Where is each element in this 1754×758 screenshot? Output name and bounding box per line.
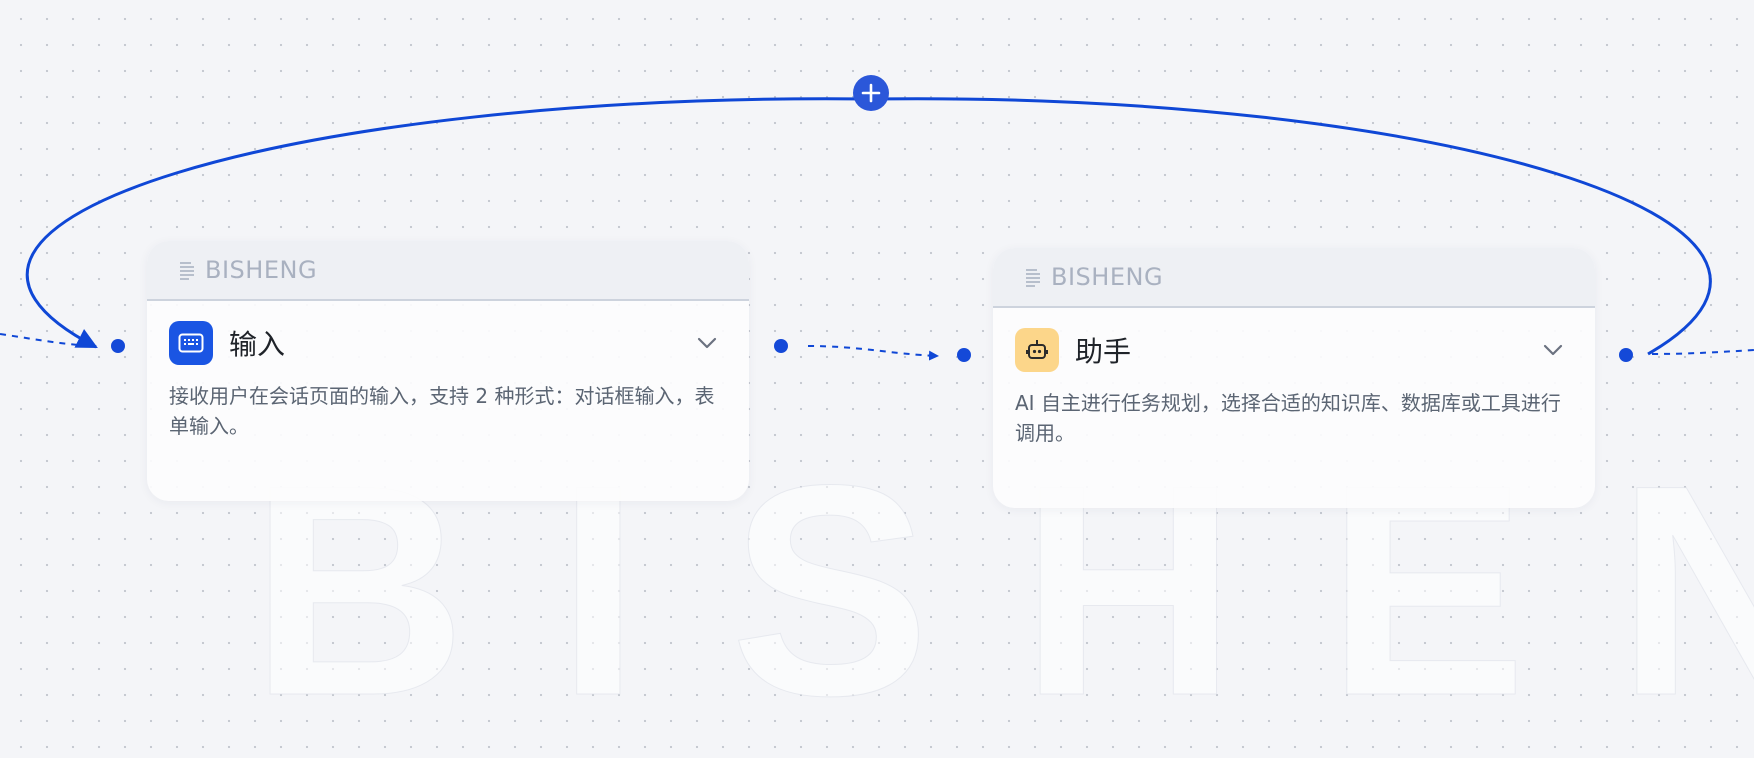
node-description: 接收用户在会话页面的输入，支持 2 种形式：对话框输入，表单输入。 bbox=[169, 384, 715, 438]
input-node-target-handle[interactable] bbox=[111, 339, 125, 353]
node-header: BISHENG bbox=[147, 241, 749, 301]
connect-edge[interactable] bbox=[807, 345, 939, 361]
assistant-node-target-handle[interactable] bbox=[957, 348, 971, 362]
add-node-button[interactable] bbox=[853, 75, 889, 111]
document-icon bbox=[1026, 269, 1040, 287]
node-title: 助手 bbox=[1075, 335, 1132, 368]
assistant-node-source-handle[interactable] bbox=[1619, 348, 1633, 362]
outgoing-edge[interactable] bbox=[1651, 349, 1754, 355]
brand-label: BISHENG bbox=[1051, 263, 1164, 291]
chevron-down-icon[interactable] bbox=[697, 337, 717, 349]
node-title: 输入 bbox=[229, 328, 286, 361]
assistant-node[interactable]: BISHENG 助手 AI 自主进行任务规划，选择合适的知识库、数据库或工具进行… bbox=[993, 248, 1595, 508]
input-node-source-handle[interactable] bbox=[774, 339, 788, 353]
input-node[interactable]: BISHENG 输入 接收用户在会话页面的输入，支持 2 种形式：对话框输入，表… bbox=[147, 241, 749, 501]
plus-icon bbox=[861, 83, 881, 103]
incoming-edge[interactable] bbox=[0, 333, 93, 347]
robot-icon bbox=[1015, 328, 1059, 372]
document-icon bbox=[180, 262, 194, 280]
node-header: BISHENG bbox=[993, 248, 1595, 308]
keyboard-icon bbox=[169, 321, 213, 365]
brand-label: BISHENG bbox=[205, 256, 318, 284]
node-description: AI 自主进行任务规划，选择合适的知识库、数据库或工具进行调用。 bbox=[1015, 391, 1561, 445]
chevron-down-icon[interactable] bbox=[1543, 344, 1563, 356]
